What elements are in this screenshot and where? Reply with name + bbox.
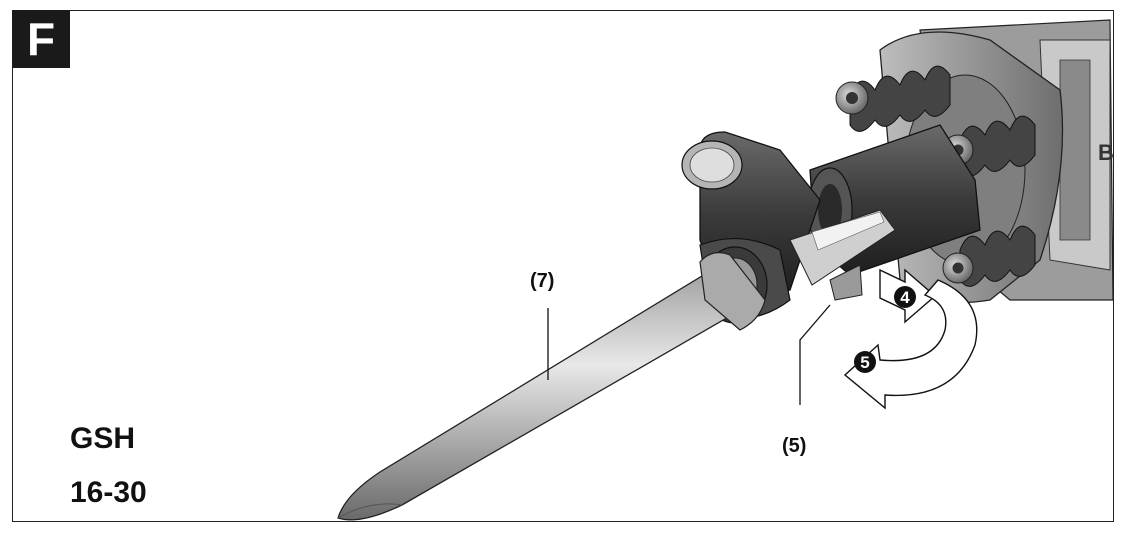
- step-4-number: 4: [900, 288, 910, 307]
- figure-label-badge: F: [12, 10, 70, 68]
- step-5-rotate-arrow: 5: [843, 279, 978, 410]
- model-name: GSH: [70, 422, 136, 455]
- step-5-marker: [854, 351, 876, 373]
- figure-frame: [12, 10, 1114, 522]
- damping-spring-bottom: [942, 225, 1036, 287]
- model-number: 16-30: [70, 476, 147, 509]
- step-4-push-arrow: 4: [879, 268, 937, 324]
- step-5-number: 5: [860, 353, 869, 372]
- damping-spring-top: [835, 65, 951, 132]
- chisel-shank: [789, 209, 896, 301]
- leader-line-tool-holder: [799, 304, 831, 405]
- svg-text:B: B: [1098, 140, 1114, 165]
- callout-chisel: (7): [530, 270, 555, 292]
- step-4-marker: [894, 286, 916, 308]
- pointed-chisel: [337, 252, 766, 521]
- callout-tool-holder: (5): [782, 435, 807, 457]
